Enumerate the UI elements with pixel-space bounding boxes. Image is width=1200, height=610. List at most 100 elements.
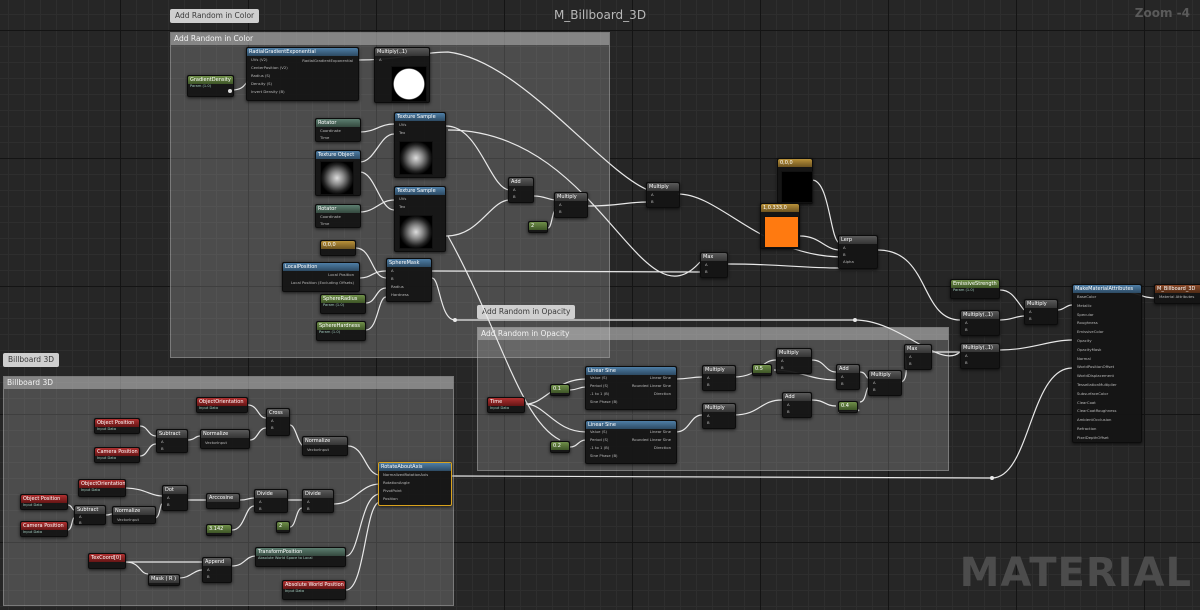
pin-period[interactable]: Period (S) [590, 437, 609, 442]
pin-a[interactable]: A [379, 57, 382, 62]
pin-attribute[interactable]: Specular [1077, 311, 1094, 317]
node-result-material[interactable]: M_Billboard_3D Material Attributes [1154, 284, 1200, 304]
pin-time[interactable]: Time [320, 135, 330, 140]
pin-out-direction[interactable]: Direction [653, 391, 671, 396]
pin-a[interactable]: A [843, 245, 846, 250]
pin-position[interactable]: Position [383, 496, 398, 501]
pin-b[interactable]: B [79, 520, 82, 525]
node-multiply-e1[interactable]: Multiply(.,1) A B [960, 310, 1000, 336]
pin-a[interactable]: A [787, 402, 790, 407]
node-multiply-top[interactable]: Multiply(.,1) A [374, 47, 430, 103]
pin-b[interactable]: B [965, 327, 968, 332]
comment-bubble[interactable]: Billboard 3D [3, 353, 59, 367]
node-absolute-world-position[interactable]: Absolute World Position Input Data [282, 580, 346, 600]
pin-range[interactable]: -1 to 1 (B) [590, 391, 610, 396]
pin-a[interactable]: A [965, 320, 968, 325]
pin-coordinate[interactable]: Coordinate [320, 214, 341, 219]
node-camera-position-2[interactable]: Camera Position Input Data [20, 521, 68, 537]
pin-attribute[interactable]: ClearCoat [1077, 399, 1096, 405]
node-transform-position[interactable]: TransformPosition Absolute World Space t… [255, 547, 346, 567]
pin-local-position-excl[interactable]: Local Position (Excluding Offsets) [290, 280, 354, 285]
node-vector-orange[interactable]: 1,0.333,0 [760, 203, 800, 249]
node-texture-object[interactable]: Texture Object [315, 150, 361, 196]
pin-b[interactable]: B [391, 276, 394, 281]
node-divide-2[interactable]: Divide A B [302, 489, 334, 513]
pin-tex[interactable]: Tex [399, 130, 406, 135]
pin-attribute[interactable]: Refraction [1077, 425, 1097, 431]
node-emissive-strength[interactable]: EmissiveStrength Param (1.0) [950, 279, 1000, 299]
node-append[interactable]: Append A B [202, 557, 232, 583]
node-multiply-o4[interactable]: Multiply A B [868, 370, 902, 396]
pin-coordinate[interactable]: Coordinate [320, 128, 341, 133]
output-pin[interactable] [228, 89, 232, 93]
pin-a[interactable]: A [841, 374, 844, 379]
node-constant-0-4[interactable]: 0.4 [838, 401, 858, 413]
pin-invert[interactable]: Invert Density (B) [251, 89, 285, 94]
node-arccosine[interactable]: Arccosine [206, 493, 240, 509]
pin-value[interactable]: Value (S) [590, 429, 608, 434]
pin-attribute[interactable]: Metallic [1077, 302, 1092, 308]
node-constant-0-5[interactable]: 0.5 [752, 364, 772, 376]
node-multiply-right[interactable]: Multiply A B [646, 182, 680, 208]
pin-a[interactable]: A [705, 262, 708, 267]
pin-local-position[interactable]: Local Position [328, 272, 354, 277]
pin-b[interactable]: B [259, 506, 262, 511]
pin-attribute[interactable]: SubsurfaceColor [1077, 390, 1109, 396]
pin-a[interactable]: A [161, 439, 164, 444]
pin-b[interactable]: B [161, 446, 164, 451]
pin-vector[interactable]: VectorInput [307, 447, 329, 452]
pin-density[interactable]: Density (S) [251, 81, 273, 86]
node-rotator-1[interactable]: Rotator Coordinate Time [315, 118, 361, 142]
pin-vector[interactable]: VectorInput [117, 517, 139, 522]
node-max[interactable]: Max A B [700, 252, 728, 278]
pin-attribute[interactable]: Normal [1077, 355, 1091, 361]
pin-a[interactable]: A [391, 268, 394, 273]
node-rotator-2[interactable]: Rotator Coordinate Time [315, 204, 361, 228]
pin-phase[interactable]: Sine Phase (B) [590, 399, 618, 404]
pin-time[interactable]: Time [320, 221, 330, 226]
pin-uvs[interactable]: UVs [399, 196, 407, 201]
pin-range[interactable]: -1 to 1 (B) [590, 445, 610, 450]
pin-a[interactable]: A [307, 499, 310, 504]
pin-b[interactable]: B [707, 382, 710, 387]
pin-b[interactable]: B [841, 381, 844, 386]
pin-attribute[interactable]: EmissiveColor [1077, 329, 1104, 335]
pin-period[interactable]: Period (S) [590, 383, 609, 388]
pin-attribute[interactable]: Roughness [1077, 320, 1098, 326]
node-linear-sine-1[interactable]: Linear Sine Value (S) Period (S) -1 to 1… [585, 366, 677, 410]
pin-alpha[interactable]: Alpha [843, 259, 854, 264]
pin-b[interactable]: B [781, 365, 784, 370]
pin-angle[interactable]: RotationAngle [383, 480, 410, 485]
pin-attribute[interactable]: ClearCoatRoughness [1077, 408, 1117, 414]
pin-a[interactable]: A [651, 192, 654, 197]
pin-a[interactable]: A [271, 418, 274, 423]
node-cross[interactable]: Cross A B [266, 408, 290, 436]
pin-a[interactable]: A [167, 495, 170, 500]
node-gradient-density[interactable]: GradientDensity Param (1.0) [187, 75, 234, 97]
pin-out-direction[interactable]: Direction [653, 445, 671, 450]
pin-uvs[interactable]: UVs [399, 122, 407, 127]
pin-attribute[interactable]: TessellationMultiplier [1077, 381, 1117, 387]
pin-b[interactable]: B [1029, 316, 1032, 321]
node-texcoord[interactable]: TexCoord[0] [88, 553, 126, 569]
pin-a[interactable]: A [873, 380, 876, 385]
pin-hardness[interactable]: Hardness [391, 292, 409, 297]
pin-b[interactable]: B [271, 425, 274, 430]
pin-a[interactable]: A [781, 358, 784, 363]
pin-output[interactable]: RadialGradientExponential [302, 58, 353, 63]
pin-out-linear[interactable]: Linear Sine [649, 429, 671, 434]
comment-bubble[interactable]: Add Random in Color [170, 9, 260, 23]
node-object-position-1[interactable]: Object Position Input Data [94, 418, 140, 434]
node-vector-black[interactable]: 0,0,0 [777, 158, 813, 204]
pin-out-linear[interactable]: Linear Sine [649, 375, 671, 380]
pin-b[interactable]: B [307, 506, 310, 511]
pin-vector[interactable]: VectorInput [205, 440, 227, 445]
pin-b[interactable]: B [909, 361, 912, 366]
node-multiply-mid[interactable]: Multiply A B [554, 192, 588, 218]
node-add-o2[interactable]: Add A B [782, 392, 812, 418]
pin-b[interactable]: B [965, 360, 968, 365]
pin-a[interactable]: A [259, 499, 262, 504]
pin-b[interactable]: B [651, 199, 654, 204]
